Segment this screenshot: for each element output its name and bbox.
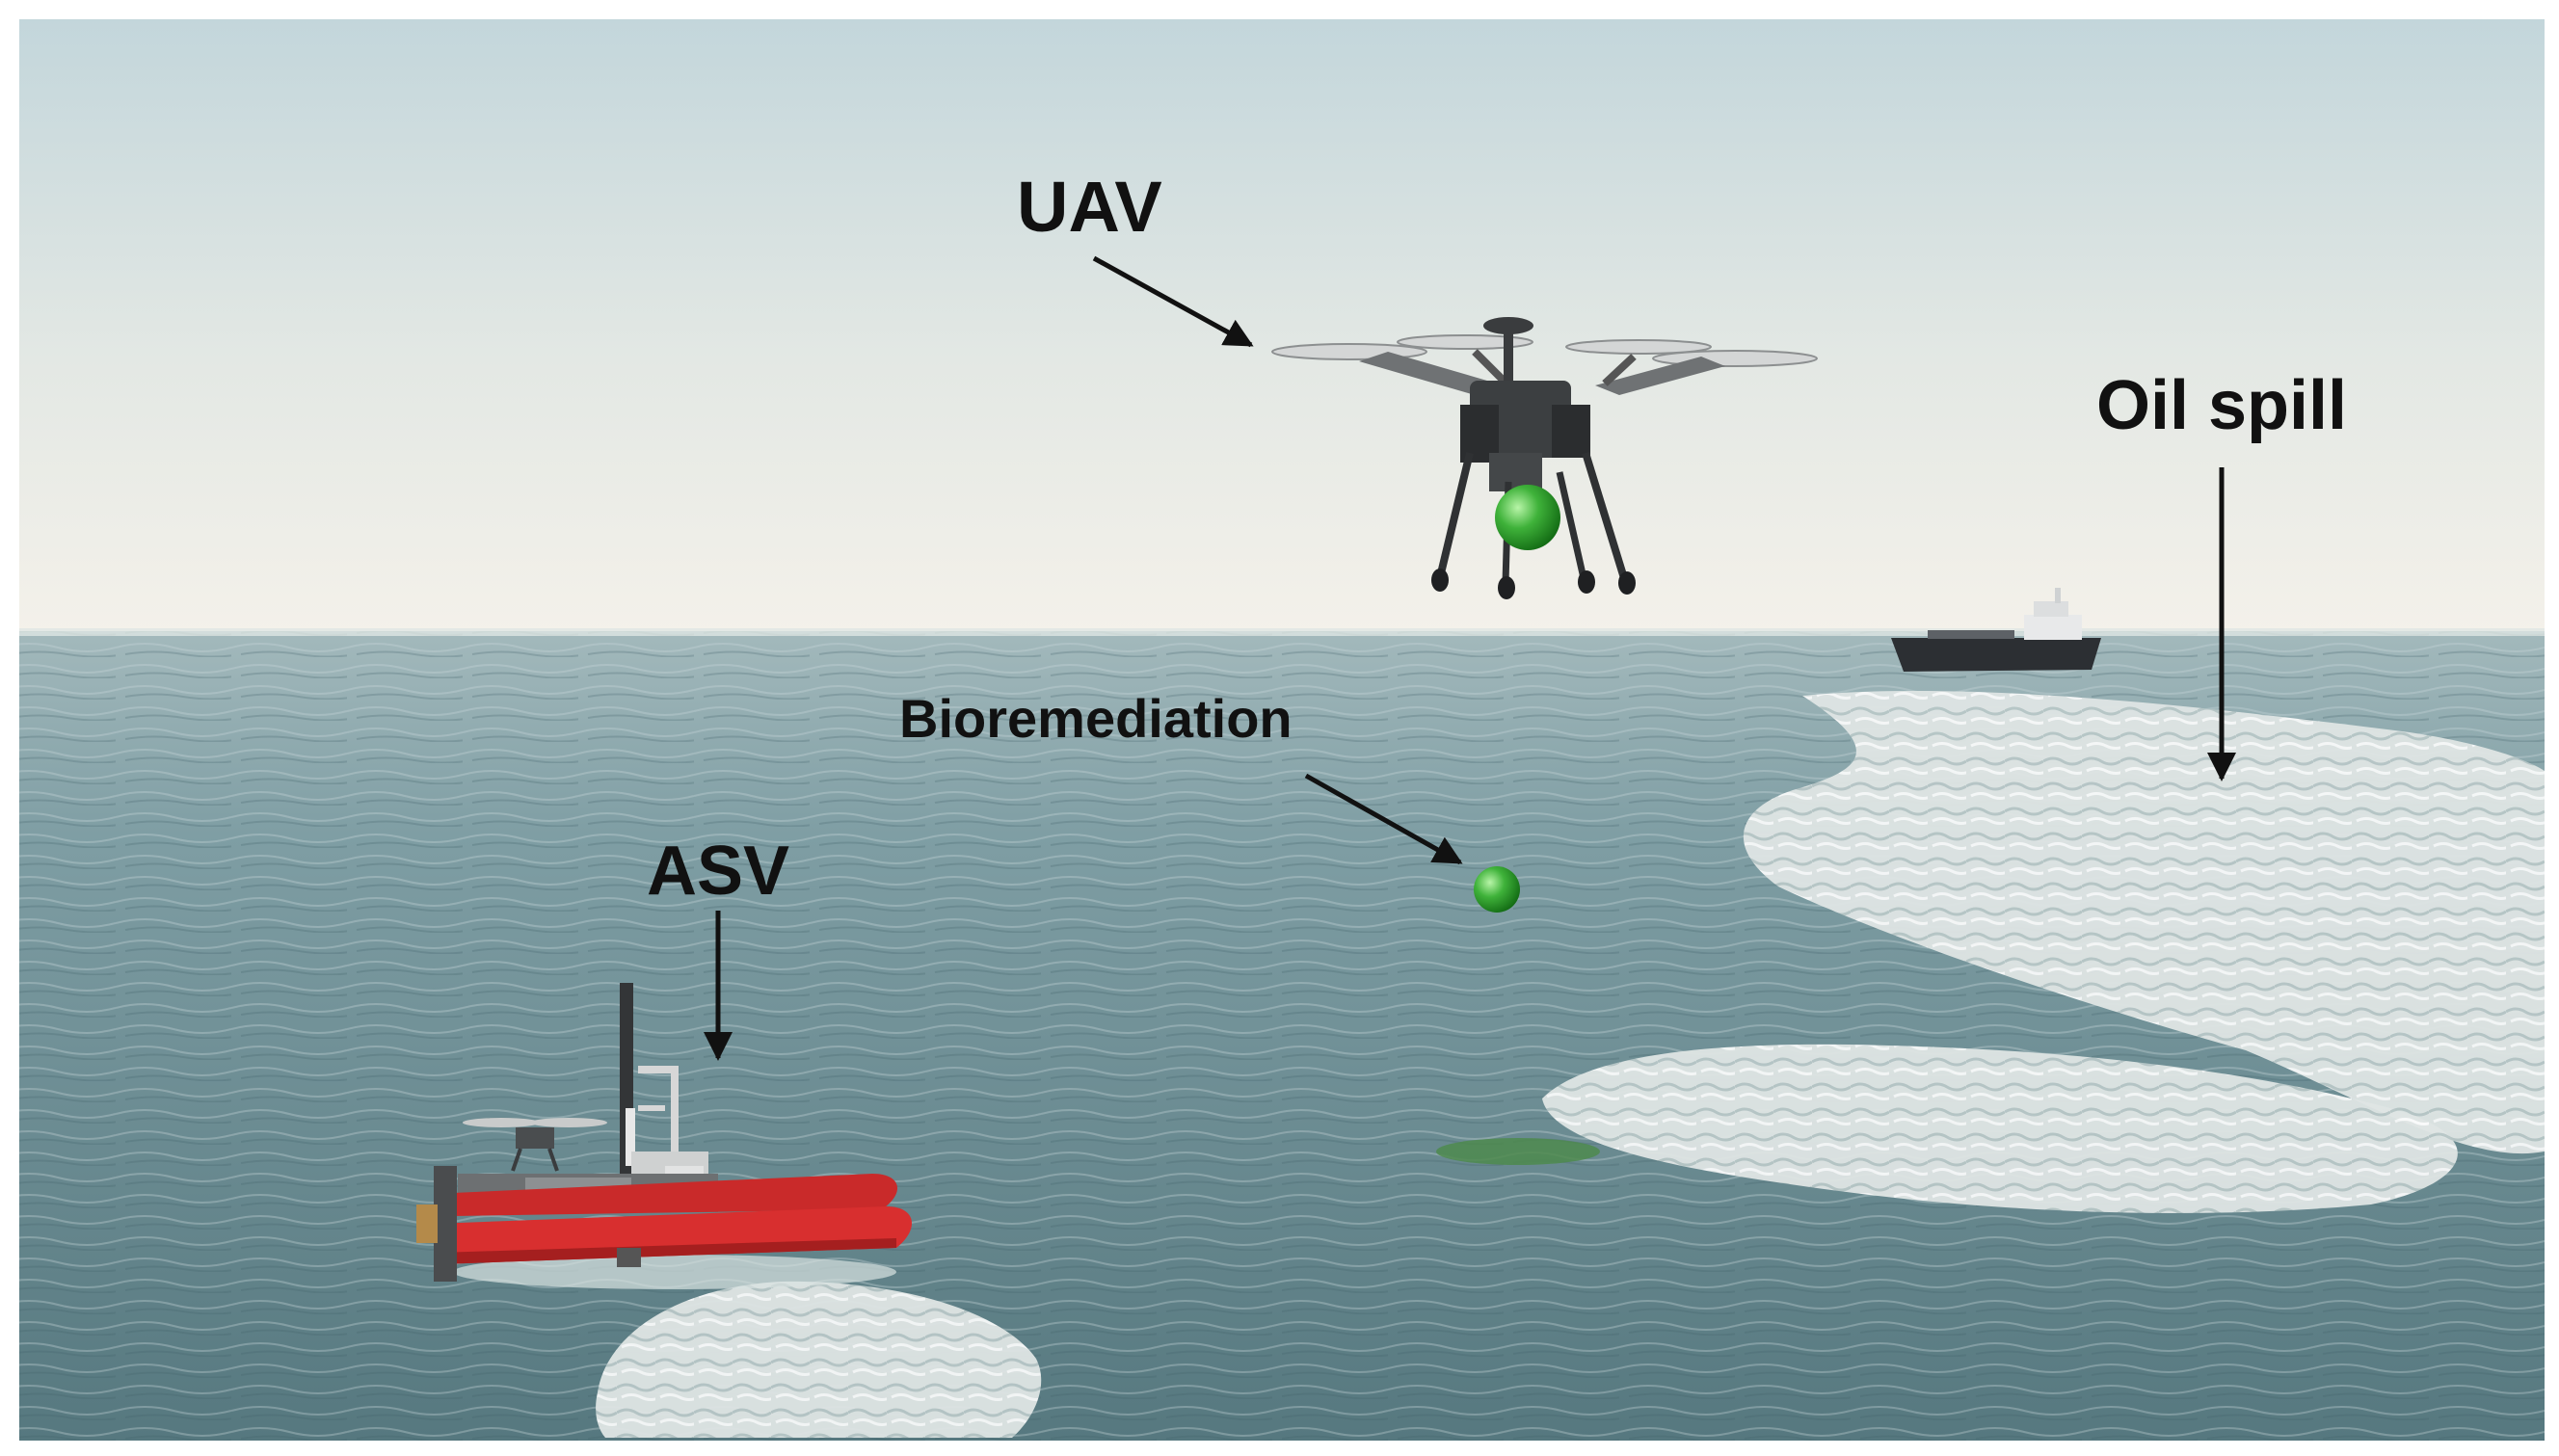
tanker-ship-icon	[1891, 588, 2101, 672]
bioremediation-sphere-icon	[1474, 866, 1520, 913]
asv-label: ASV	[647, 833, 790, 910]
bioremediation-arrow	[1304, 773, 1463, 865]
uav-payload-sphere-icon	[1495, 485, 1560, 550]
uav-arrow	[1092, 255, 1254, 348]
bioremediation-patch	[1436, 1138, 1600, 1165]
oil-spill-label: Oil spill	[2096, 367, 2348, 444]
sky	[19, 19, 2545, 636]
uav-label: UAV	[1017, 167, 1162, 247]
asv-catamaran-icon	[416, 983, 913, 1289]
uav-drone-icon	[1271, 317, 1818, 599]
bioremediation-label: Bioremediation	[899, 688, 1293, 749]
oil-spill-slicks	[596, 691, 2545, 1438]
